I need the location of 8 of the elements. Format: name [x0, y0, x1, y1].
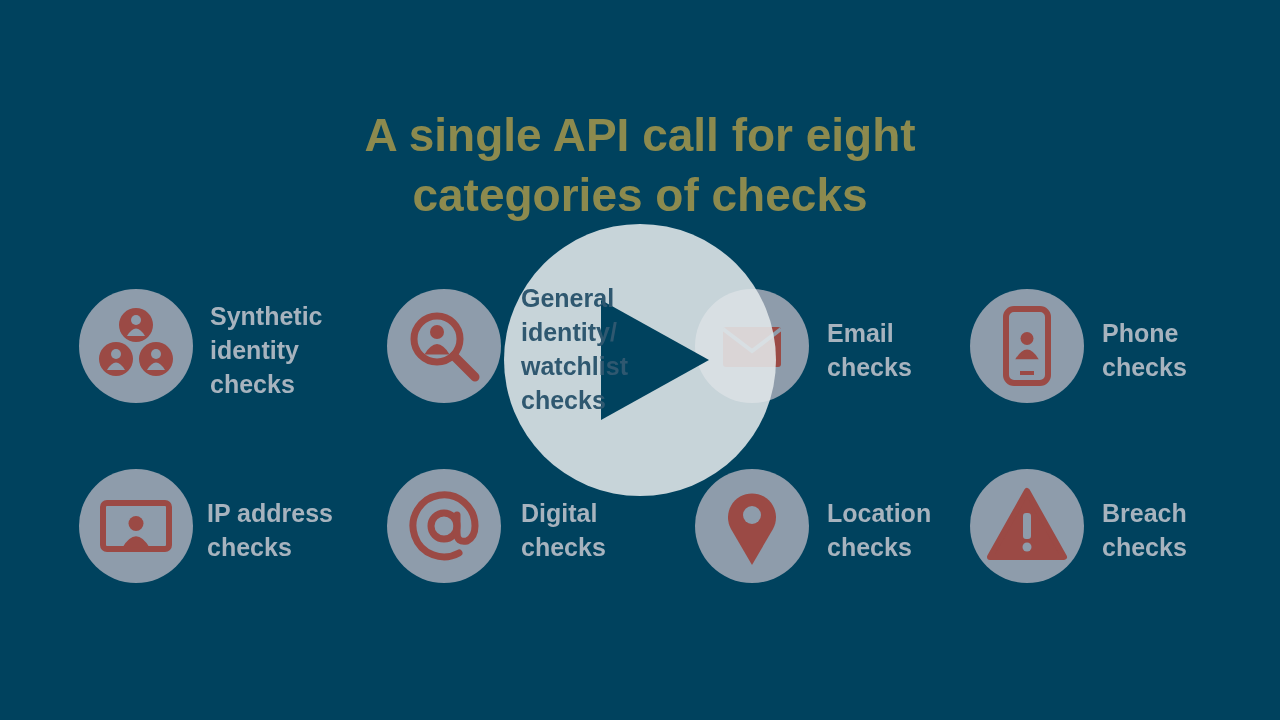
category-label: Digital checks: [521, 498, 607, 563]
title: A single API call for eight categories of checks: [363, 108, 917, 223]
category-label: IP address checks: [207, 498, 334, 563]
category-label: Phone checks: [1102, 318, 1188, 383]
category-label: Breach checks: [1102, 498, 1188, 563]
category-label: Email checks: [827, 318, 913, 383]
category-label: Location checks: [827, 498, 933, 563]
category-label: Synthetic identity checks: [210, 301, 324, 400]
